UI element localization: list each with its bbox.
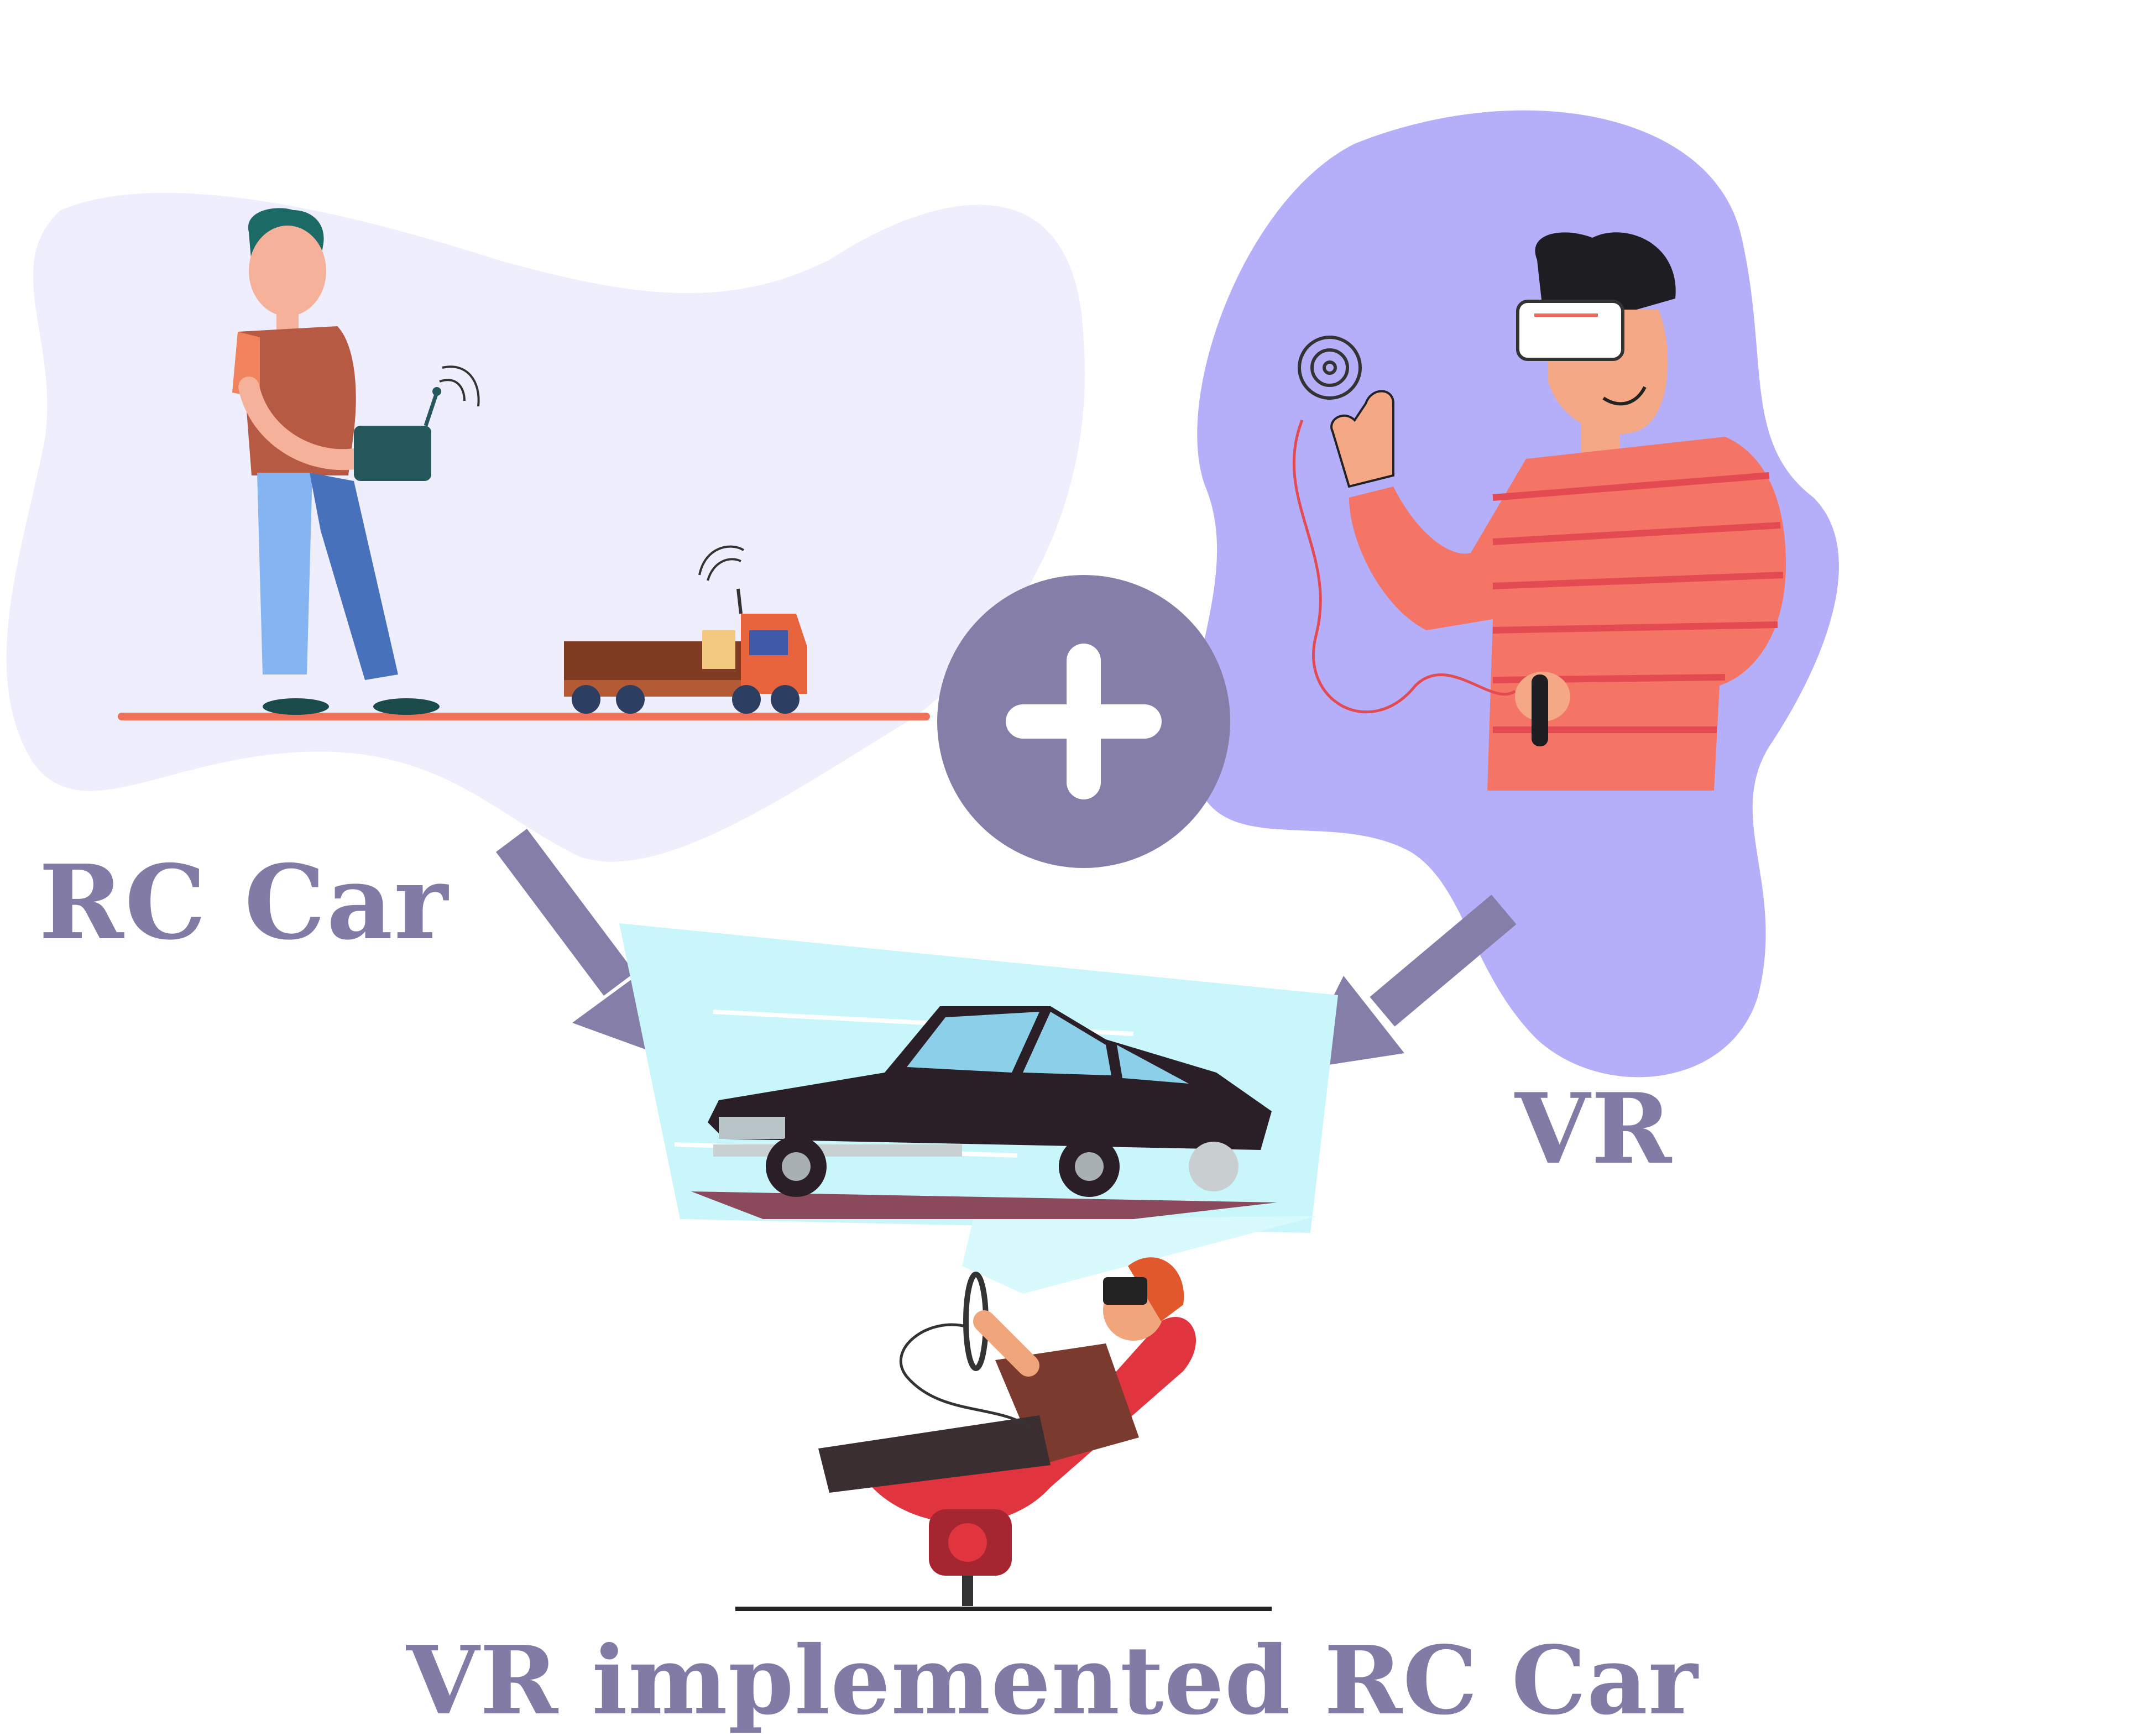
vr-driver-illustration: [735, 1257, 1272, 1611]
plus-operator: [937, 575, 1230, 868]
rc-car-background-blob: [6, 192, 1085, 862]
vr-label: VR: [1515, 1073, 1673, 1186]
rc-truck-illustration: [564, 545, 807, 714]
vr-headset-person-illustration: [1292, 232, 1786, 791]
car-illustration: [708, 1006, 1272, 1197]
vr-implemented-rc-car-label: VR implemented RC Car: [406, 1625, 1699, 1736]
plus-icon: [1006, 644, 1162, 799]
boy-with-remote-illustration: [232, 208, 480, 715]
rc-car-label: RC Car: [39, 842, 449, 963]
